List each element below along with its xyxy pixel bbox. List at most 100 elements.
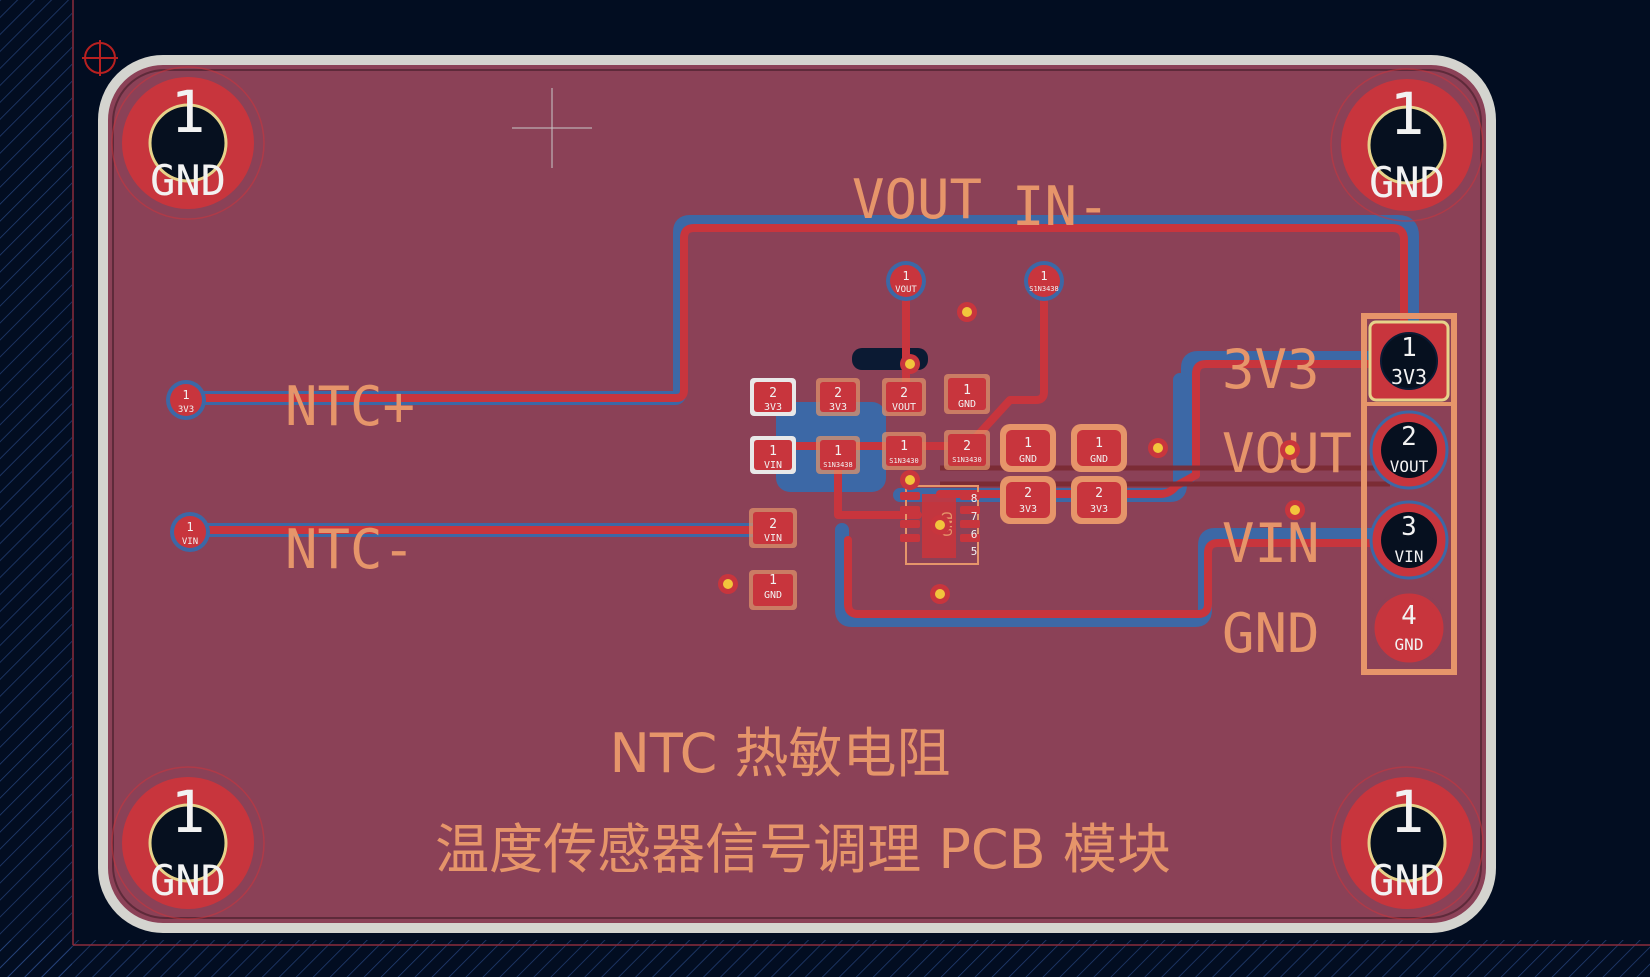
connector-pin-2-net: VOUT xyxy=(1390,457,1429,476)
pad-r3-1[interactable]: 1 GND xyxy=(944,374,990,414)
trace-in-minus xyxy=(964,279,1048,450)
svg-text:2: 2 xyxy=(834,386,842,401)
svg-text:1: 1 xyxy=(834,444,842,459)
mounting-hole-net: GND xyxy=(150,856,226,905)
label-in-minus: IN- xyxy=(1012,175,1110,238)
mounting-hole-bottom-right[interactable]: 1 GND xyxy=(1330,766,1484,920)
mounting-hole-top-right[interactable]: 1 GND xyxy=(1330,68,1484,222)
svg-text:1: 1 xyxy=(963,383,971,398)
connector-pin-3-number: 3 xyxy=(1401,512,1417,542)
board-inner-outline xyxy=(112,69,1482,919)
pad-c1-2[interactable]: 2 3V3 xyxy=(750,378,796,416)
label-ntc-minus: NTC- xyxy=(285,518,415,581)
svg-text:GND: GND xyxy=(958,399,976,410)
connector-pin-4-net: GND xyxy=(1395,635,1424,654)
pad-c3-1[interactable]: 1 GND xyxy=(1071,424,1127,472)
connector-pin-1-number: 1 xyxy=(1401,333,1417,363)
ic-pin-7: 7 xyxy=(971,510,978,523)
mounting-hole-number: 1 xyxy=(171,778,206,846)
svg-text:2: 2 xyxy=(900,386,908,401)
pad-c2-2[interactable]: 2 3V3 xyxy=(1000,476,1056,524)
via[interactable] xyxy=(718,574,738,594)
svg-text:1: 1 xyxy=(1024,436,1032,451)
trace-conn-vin xyxy=(844,536,1406,618)
svg-text:1: 1 xyxy=(769,573,777,588)
mounting-hole-bottom-left[interactable]: 1 GND xyxy=(111,766,265,920)
origin-marker-icon xyxy=(82,40,118,76)
ic-pin-5: 5 xyxy=(971,545,978,558)
connector-pin-4[interactable]: 4 GND xyxy=(1371,590,1447,666)
test-point-ntc-minus[interactable]: 1 VIN xyxy=(170,512,210,552)
test-point-vout[interactable]: 1 VOUT xyxy=(886,261,926,301)
svg-text:3V3: 3V3 xyxy=(1090,504,1108,515)
via[interactable] xyxy=(900,470,920,490)
connector-pin-3-net: VIN xyxy=(1395,547,1424,566)
svg-text:S1N3438: S1N3438 xyxy=(1029,285,1059,293)
via[interactable] xyxy=(1280,440,1300,460)
pad-r2-1[interactable]: 1 S1N3430 xyxy=(882,432,926,470)
svg-text:VIN: VIN xyxy=(182,537,198,547)
connector-pin-1[interactable]: 1 3V3 xyxy=(1368,320,1450,402)
pad-c4-2[interactable]: 2 VIN xyxy=(749,508,797,548)
board-outline[interactable] xyxy=(98,55,1496,933)
label-ntc-plus: NTC+ xyxy=(285,375,415,438)
trace-conn-3v3 xyxy=(1192,360,1406,479)
pad-c4-1[interactable]: 1 GND xyxy=(749,570,797,610)
test-point-ntc-plus[interactable]: 1 3V3 xyxy=(166,380,206,420)
mounting-hole-net: GND xyxy=(1369,856,1445,905)
svg-text:1: 1 xyxy=(1095,436,1103,451)
via[interactable] xyxy=(1148,438,1168,458)
connector-pin-3[interactable]: 3 VIN xyxy=(1369,500,1449,580)
vias[interactable] xyxy=(718,302,1305,604)
svg-text:2: 2 xyxy=(769,386,777,401)
via[interactable] xyxy=(1285,500,1305,520)
svg-text:1: 1 xyxy=(1040,269,1047,283)
svg-text:S1N3438: S1N3438 xyxy=(823,461,853,469)
connector-pin-2-number: 2 xyxy=(1401,422,1417,452)
pad-r2-2[interactable]: 2 VOUT xyxy=(882,378,926,416)
trace-3v3-back xyxy=(1181,351,1415,485)
svg-text:VIN: VIN xyxy=(764,533,782,544)
via[interactable] xyxy=(930,584,950,604)
svg-text:S1N3430: S1N3430 xyxy=(889,457,919,465)
connector-pin-4-number: 4 xyxy=(1401,601,1417,631)
svg-text:1: 1 xyxy=(900,439,908,454)
svg-text:1: 1 xyxy=(902,269,909,283)
svg-text:VOUT: VOUT xyxy=(895,285,917,295)
svg-text:2: 2 xyxy=(1095,486,1103,501)
via[interactable] xyxy=(930,515,950,535)
svg-text:3V3: 3V3 xyxy=(178,405,194,415)
svg-text:GND: GND xyxy=(1090,454,1108,465)
pad-r1-1[interactable]: 1 S1N3438 xyxy=(816,436,860,474)
via[interactable] xyxy=(900,354,920,374)
label-conn-vin: VIN xyxy=(1222,512,1320,575)
cursor-crosshair-icon xyxy=(512,88,592,168)
label-conn-3v3: 3V3 xyxy=(1222,338,1320,401)
via[interactable] xyxy=(957,302,977,322)
ic-pin-6: 6 xyxy=(971,528,978,541)
pad-r3-2[interactable]: 2 S1N3430 xyxy=(944,430,990,470)
pad-r1-2[interactable]: 2 3V3 xyxy=(816,378,860,416)
mounting-hole-top-left[interactable]: 1 GND xyxy=(111,66,265,220)
connector-pin-2[interactable]: 2 VOUT xyxy=(1369,410,1449,490)
board-title-line1: NTC 热敏电阻 xyxy=(609,722,950,785)
svg-text:S1N3430: S1N3430 xyxy=(952,456,982,464)
pad-c3-2[interactable]: 2 3V3 xyxy=(1071,476,1127,524)
pad-c1-1[interactable]: 1 VIN xyxy=(750,436,796,474)
mounting-hole-net: GND xyxy=(1369,158,1445,207)
board-title-line2: 温度传感器信号调理 PCB 模块 xyxy=(435,818,1171,881)
pad-c2-1[interactable]: 1 GND xyxy=(1000,424,1056,472)
svg-text:VOUT: VOUT xyxy=(892,402,916,413)
svg-text:3V3: 3V3 xyxy=(764,402,782,413)
mounting-hole-number: 1 xyxy=(171,78,206,146)
trace-3v3-front xyxy=(182,224,1408,402)
mounting-hole-number: 1 xyxy=(1390,80,1425,148)
connector-pin-1-net: 3V3 xyxy=(1391,365,1427,389)
test-point-in-minus[interactable]: 1 S1N3438 xyxy=(1024,261,1064,301)
connector-j1[interactable]: 1 3V3 2 VOUT 3 VIN 4 GND xyxy=(1361,313,1457,675)
svg-text:3V3: 3V3 xyxy=(829,402,847,413)
smd-pads[interactable]: 2 3V3 1 VIN 2 3V3 1 S1N3438 2 VOUT xyxy=(749,374,1127,610)
svg-text:2: 2 xyxy=(963,439,971,454)
